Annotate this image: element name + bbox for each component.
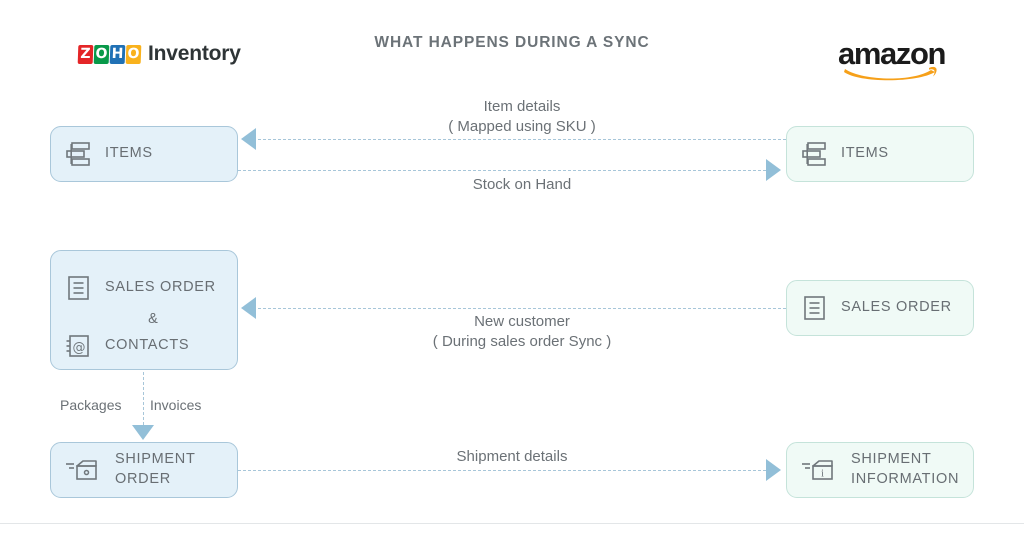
node-salesorder-ampersand: & — [148, 311, 158, 327]
node-shipment-order-zoho-label: SHIPMENT ORDER — [115, 451, 196, 487]
arrowhead-stock-on-hand — [766, 159, 781, 181]
node-salesorder-amazon-label: SALES ORDER — [841, 299, 952, 316]
amazon-smile-icon — [844, 66, 937, 81]
zoho-inventory-wordmark: Inventory — [148, 42, 241, 65]
arrowhead-packages-invoices — [132, 425, 154, 440]
salesorder-row: SALES ORDER — [51, 267, 237, 309]
items-stack-icon — [802, 142, 826, 166]
node-items-zoho[interactable]: ITEMS — [50, 126, 238, 182]
node-shipment-order-zoho[interactable]: SHIPMENT ORDER — [50, 442, 238, 498]
flow-label-item-details: Item details ( Mapped using SKU ) — [448, 98, 596, 135]
node-contacts-zoho-label: CONTACTS — [105, 337, 190, 354]
node-items-amazon-label: ITEMS — [841, 145, 889, 162]
connector-packages-invoices — [143, 372, 144, 430]
node-shipment-information-amazon[interactable]: i SHIPMENT INFORMATION — [786, 442, 974, 498]
node-salesorder-amazon[interactable]: SALES ORDER — [786, 280, 974, 336]
document-lines-icon — [804, 296, 825, 320]
zoho-inventory-logo: Z O H O Inventory — [77, 42, 241, 66]
node-shipment-information-amazon-label: SHIPMENT INFORMATION — [851, 451, 960, 487]
arrowhead-shipment-details — [766, 459, 781, 481]
document-lines-icon — [68, 276, 89, 300]
node-items-zoho-label: ITEMS — [105, 145, 153, 162]
node-salesorder-zoho-label: SALES ORDER — [105, 279, 216, 296]
node-items-amazon[interactable]: ITEMS — [786, 126, 974, 182]
connector-stock-on-hand — [238, 170, 766, 171]
shipping-box-icon — [66, 460, 97, 480]
label-invoices: Invoices — [150, 397, 202, 413]
amazon-wordmark: amazon — [838, 36, 946, 71]
arrowhead-item-details — [241, 128, 256, 150]
contacts-row: @ CONTACTS — [51, 329, 237, 363]
svg-text:@: @ — [73, 341, 86, 356]
flow-label-shipment-details: Shipment details — [456, 448, 568, 465]
label-packages: Packages — [60, 397, 122, 413]
items-stack-icon — [66, 142, 90, 166]
node-salesorder-contacts-zoho[interactable]: SALES ORDER & @ CONTACTS — [50, 250, 238, 370]
connector-item-details — [258, 139, 786, 140]
footer-divider — [0, 523, 1024, 524]
flow-label-stock-on-hand: Stock on Hand — [472, 176, 572, 193]
page-title: WHAT HAPPENS DURING A SYNC — [374, 34, 650, 51]
flow-label-new-customer: New customer ( During sales order Sync ) — [432, 313, 612, 350]
contacts-at-icon: @ — [66, 335, 89, 357]
connector-shipment-details — [238, 470, 766, 471]
amazon-logo: amazon — [838, 36, 946, 82]
connector-new-customer — [258, 308, 786, 309]
svg-text:i: i — [821, 468, 824, 480]
arrowhead-new-customer — [241, 297, 256, 319]
shipping-box-info-icon: i — [802, 460, 833, 480]
